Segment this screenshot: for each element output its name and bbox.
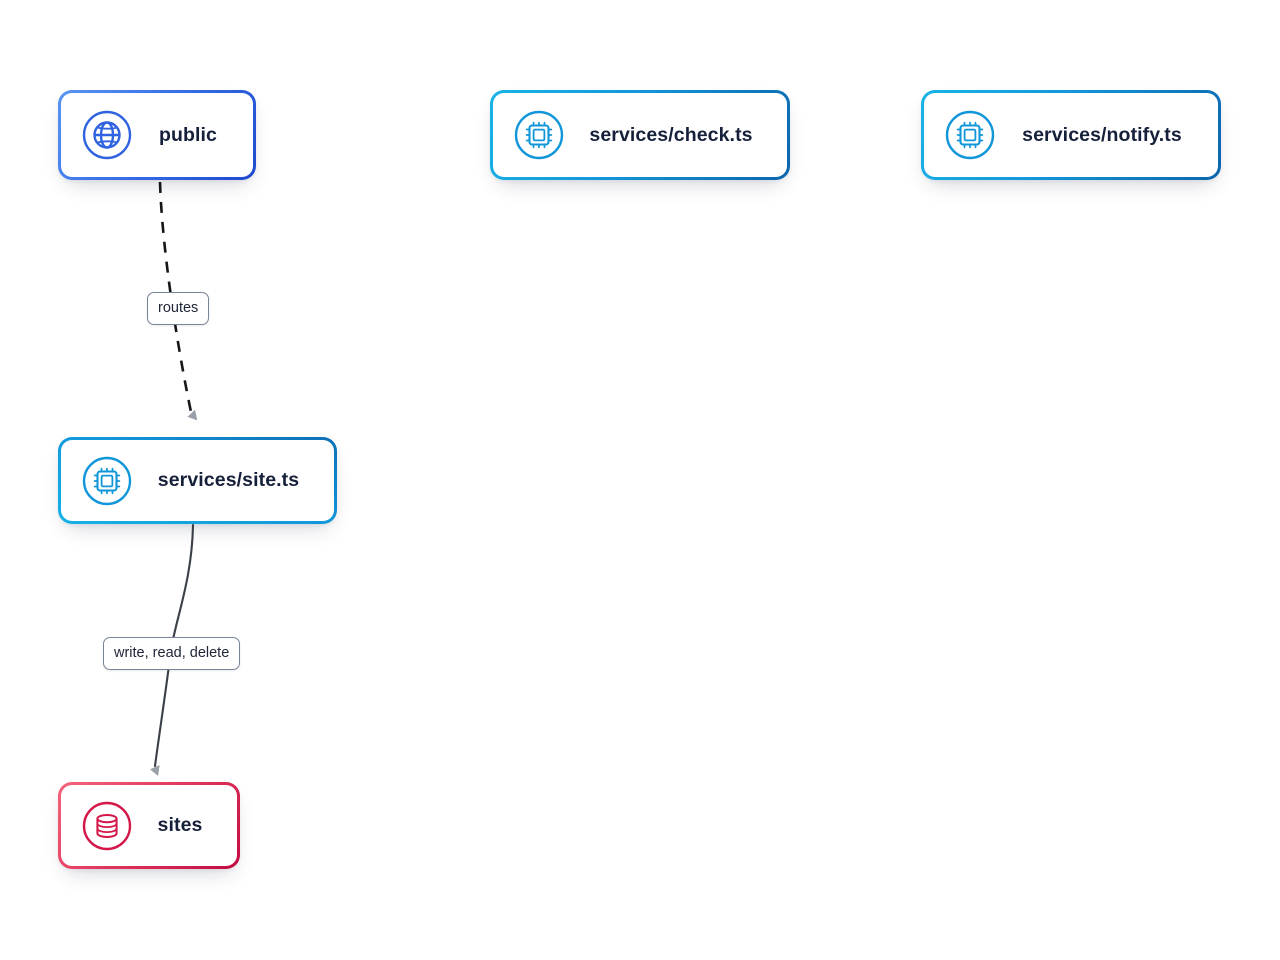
chip-icon [79, 453, 135, 509]
node-services-site[interactable]: services/site.ts [58, 437, 337, 524]
edge-label-routes: routes [147, 292, 210, 325]
node-sites[interactable]: sites [58, 782, 240, 869]
node-public[interactable]: public [58, 90, 256, 180]
database-icon [79, 798, 135, 854]
edge-label-write-read-delete: write, read, delete [103, 637, 241, 670]
node-services-check[interactable]: services/check.ts [490, 90, 790, 180]
node-label: services/notify.ts [1022, 123, 1182, 146]
node-label: services/site.ts [157, 469, 300, 491]
node-label: sites [157, 814, 203, 836]
chip-icon [942, 107, 998, 163]
node-services-notify[interactable]: services/notify.ts [921, 90, 1221, 180]
node-label: services/check.ts [589, 123, 753, 146]
chip-icon [511, 107, 567, 163]
globe-icon [79, 107, 135, 163]
node-label: public [158, 123, 217, 146]
